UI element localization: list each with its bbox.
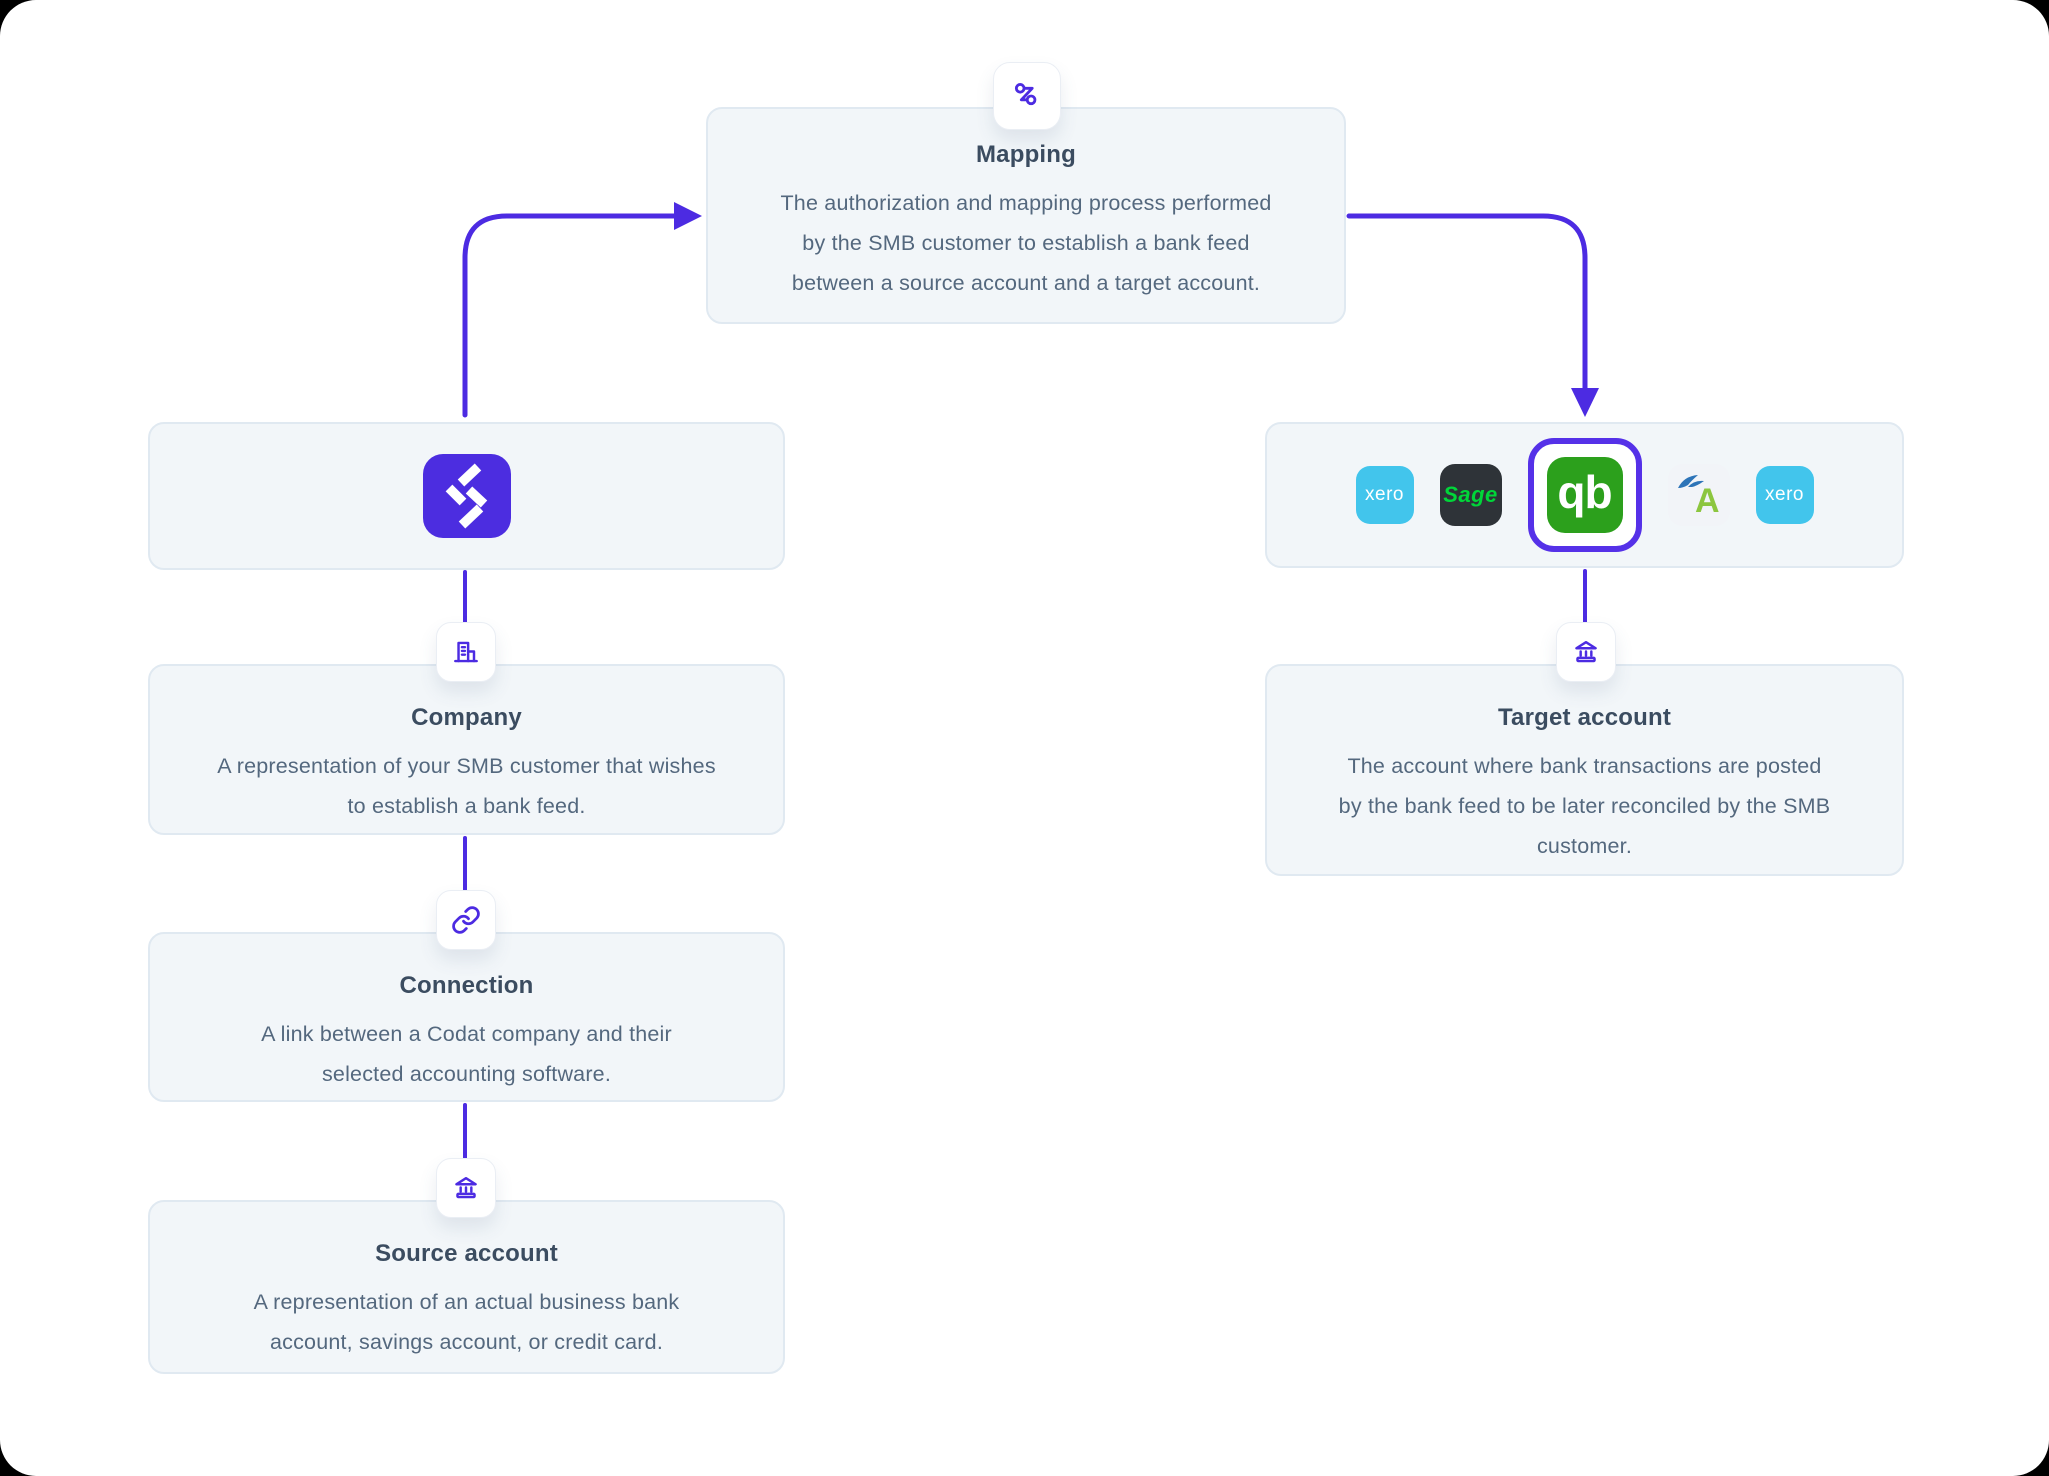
- sage-logo-label: Sage: [1443, 482, 1498, 507]
- xero-logo-label: xero: [1365, 484, 1404, 505]
- mapping-description-line: by the SMB customer to establish a bank …: [802, 231, 1250, 255]
- mapping-description-line: between a source account and a target ac…: [791, 271, 1261, 295]
- xero-logo-label: xero: [1765, 484, 1804, 505]
- connection-description-line: A link between a Codat company and their: [261, 1022, 672, 1046]
- freeagent-wing-icon: [1677, 475, 1704, 488]
- connector-platforms-target: [1583, 569, 1587, 624]
- codat-logo: [422, 454, 511, 538]
- source-account-title: Source account: [375, 1240, 558, 1267]
- bank-icon: [455, 1176, 477, 1199]
- quickbooks-logo-label: qb: [1557, 466, 1612, 518]
- route-icon: [1014, 83, 1037, 106]
- company-card: Company A representation of your SMB cus…: [148, 664, 785, 835]
- target-account-description-line: by the bank feed to be later reconciled …: [1338, 794, 1831, 818]
- freeagent-logo-label: A: [1694, 482, 1720, 520]
- target-account-description-line: customer.: [1536, 834, 1632, 858]
- building-icon: [454, 641, 478, 663]
- accounting-platforms-card: xero Sage qb A xero: [1265, 422, 1904, 568]
- connection-description-line: selected accounting software.: [321, 1062, 612, 1086]
- sage-logo: Sage: [1439, 464, 1502, 526]
- company-description-line: to establish a bank feed.: [347, 794, 586, 818]
- platform-logo-row: xero Sage qb A xero: [1355, 438, 1814, 552]
- xero-logo: xero: [1355, 466, 1414, 524]
- freeagent-logo: A: [1667, 464, 1730, 526]
- source-account-icon-badge: [436, 1158, 496, 1218]
- codat-logo-icon: [445, 463, 487, 529]
- arrowhead-right: [674, 202, 702, 230]
- codat-card: [148, 422, 785, 570]
- mapping-title: Mapping: [975, 141, 1077, 168]
- connector-company-connection: [463, 836, 467, 892]
- connection-title: Connection: [399, 972, 534, 999]
- target-account-icon-badge: [1556, 622, 1616, 682]
- arrowhead-down: [1571, 388, 1599, 417]
- source-account-description-line: account, savings account, or credit card…: [269, 1330, 663, 1354]
- connection-card: Connection A link between a Codat compan…: [148, 932, 785, 1102]
- mapping-card: Mapping The authorization and mapping pr…: [706, 107, 1346, 324]
- arrow-company-to-mapping: [462, 213, 677, 418]
- source-account-card: Source account A representation of an ac…: [148, 1200, 785, 1374]
- xero-logo: xero: [1755, 466, 1814, 524]
- source-account-description-line: A representation of an actual business b…: [253, 1290, 680, 1314]
- target-account-description-line: The account where bank transactions are …: [1347, 754, 1822, 778]
- mapping-description-line: The authorization and mapping process pe…: [780, 191, 1272, 215]
- link-icon: [452, 906, 480, 934]
- quickbooks-logo-selected-ring: qb: [1527, 438, 1642, 552]
- connector-codat-company: [463, 570, 467, 624]
- target-account-title: Target account: [1497, 704, 1672, 731]
- connection-icon-badge: [436, 890, 496, 950]
- company-title: Company: [411, 704, 522, 731]
- arrow-mapping-to-platforms: [1346, 213, 1588, 391]
- company-description-line: A representation of your SMB customer th…: [217, 754, 716, 778]
- target-account-card: Target account The account where bank tr…: [1265, 664, 1904, 876]
- company-icon-badge: [436, 622, 496, 682]
- connector-connection-source: [463, 1103, 467, 1160]
- bank-icon: [1575, 640, 1597, 663]
- quickbooks-logo: qb: [1546, 457, 1623, 533]
- mapping-icon-badge: [993, 62, 1061, 130]
